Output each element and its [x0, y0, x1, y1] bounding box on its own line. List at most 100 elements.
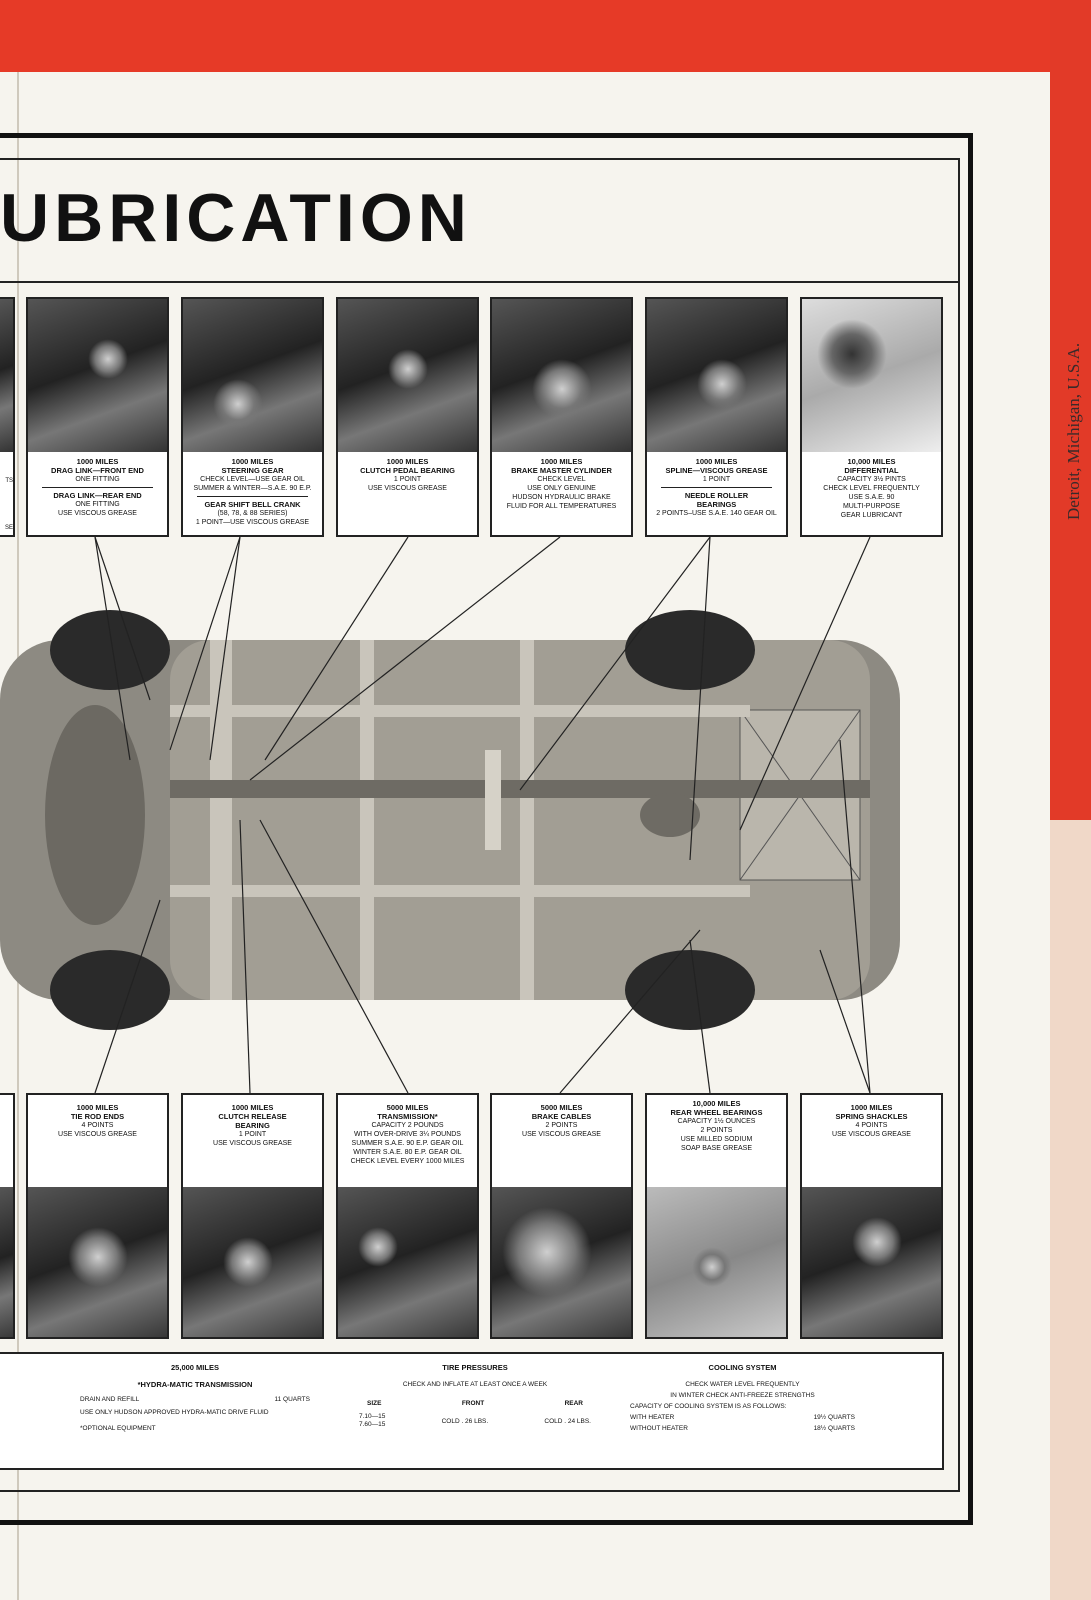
photo — [0, 1187, 13, 1337]
rear-wheel-top — [625, 610, 755, 690]
brake-cable-bracket — [485, 750, 501, 850]
card-text-line: USE VISCOUS GREASE — [213, 1140, 292, 1147]
partial-card-top: TS SE — [0, 297, 15, 537]
card-text-line: USE VISCOUS GREASE — [832, 1131, 911, 1138]
card-text-line: 1 POINT — [702, 476, 731, 483]
card-divider — [661, 487, 772, 488]
card-text-line: 2 POINTS — [700, 1127, 733, 1134]
card-heading-line: DIFFERENTIAL — [844, 466, 899, 475]
card-transmission: 5000 MILES TRANSMISSION*CAPACITY 2 POUND… — [336, 1093, 479, 1339]
tire-col-front: FRONT — [461, 1400, 485, 1407]
partial-card-bottom — [0, 1093, 15, 1339]
card-divider — [42, 487, 153, 488]
tire-check-note: CHECK AND INFLATE AT LEAST ONCE A WEEK — [402, 1381, 548, 1388]
cooling-system-column: COOLING SYSTEM CHECK WATER LEVEL FREQUEN… — [630, 1362, 855, 1434]
card-text-line: WITH OVER-DRIVE 3¼ POUNDS — [354, 1131, 461, 1138]
cooling-line-1: CHECK WATER LEVEL FREQUENTLY — [685, 1381, 800, 1388]
card-heading-line: DRAG LINK—FRONT END — [51, 466, 144, 475]
card-text-line: (58, 78, & 88 SERIES) — [217, 510, 288, 517]
partial-text-a: TS — [5, 478, 13, 484]
card-text-line: USE S.A.E. 90 — [848, 494, 895, 501]
photo-differential — [802, 299, 941, 452]
photo-drag-link — [28, 299, 167, 452]
frame-rail — [360, 640, 374, 1000]
card-heading-line: TRANSMISSION* — [377, 1112, 438, 1121]
tan-background-right — [1050, 820, 1091, 1600]
photo-tie-rod — [28, 1187, 167, 1337]
card-heading-line: 1000 MILES — [386, 457, 429, 466]
rear-wheel-bottom — [625, 950, 755, 1030]
frame-rail — [210, 640, 232, 1000]
card-text-line: USE VISCOUS GREASE — [368, 485, 447, 492]
card-text-line: 4 POINTS — [855, 1122, 888, 1129]
tire-col-size: SIZE — [367, 1400, 382, 1407]
frame-crossmember — [170, 885, 750, 897]
bottom-info-box: 25,000 MILES *HYDRA-MATIC TRANSMISSION D… — [0, 1352, 944, 1470]
title-box — [0, 158, 958, 283]
photo — [0, 299, 13, 452]
photo-brake-master — [492, 299, 631, 452]
card-text-line: USE MILLED SODIUM — [680, 1136, 753, 1143]
card-heading-line: 1000 MILES — [231, 457, 274, 466]
frame-rail — [520, 640, 534, 1000]
card-heading-line: 1000 MILES — [231, 1103, 274, 1112]
card-heading-line: NEEDLE ROLLER — [684, 491, 749, 500]
card-heading-line: 1000 MILES — [850, 1103, 893, 1112]
card-heading-line: 1000 MILES — [76, 457, 119, 466]
differential-housing — [640, 793, 700, 837]
card-text-line: CHECK LEVEL FREQUENTLY — [823, 485, 920, 492]
card-heading-line: BEARING — [235, 1121, 270, 1130]
hydra-subheading: *HYDRA-MATIC TRANSMISSION — [137, 1380, 253, 1389]
photo-clutch-release — [183, 1187, 322, 1337]
card-heading-line: GEAR SHIFT BELL CRANK — [204, 500, 301, 509]
card-text: 5000 MILES BRAKE CABLES 2 POINTS USE VIS… — [492, 1103, 631, 1139]
card-heading-line: BEARINGS — [696, 500, 737, 509]
card-text-line: USE VISCOUS GREASE — [58, 510, 137, 517]
hydra-matic-column: 25,000 MILES *HYDRA-MATIC TRANSMISSION D… — [80, 1362, 310, 1434]
card-spring-shackles: 1000 MILES SPRING SHACKLES 4 POINTS USE … — [800, 1093, 943, 1339]
card-text-line: CHECK LEVEL EVERY 1000 MILES — [350, 1158, 465, 1165]
without-heater-row: WITHOUT HEATER 18½ QUARTS — [630, 1423, 855, 1434]
card-text-line: 1 POINT — [238, 1131, 267, 1138]
card-heading-line: 5000 MILES — [386, 1103, 429, 1112]
inner-frame — [0, 158, 960, 1492]
card-heading-line: BRAKE CABLES — [531, 1112, 592, 1121]
card-heading-line: REAR WHEEL BEARINGS — [670, 1108, 763, 1117]
cooling-line-3: CAPACITY OF COOLING SYSTEM IS AS FOLLOWS… — [630, 1403, 787, 1410]
card-heading-line: 10,000 MILES — [692, 1099, 741, 1108]
card-text-line: CAPACITY 2 POUNDS — [371, 1122, 444, 1129]
partial-text-b: SE — [4, 525, 13, 531]
photo-transmission — [338, 1187, 477, 1337]
chassis-illustration — [0, 610, 900, 1030]
card-text: 1000 MILES TIE ROD ENDS 4 POINTS USE VIS… — [28, 1103, 167, 1139]
photo-spline — [647, 299, 786, 452]
card-heading-line: 5000 MILES — [540, 1103, 583, 1112]
red-background-right — [1050, 0, 1091, 820]
card-text-line: FLUID FOR ALL TEMPERATURES — [506, 503, 617, 510]
card-divider — [197, 496, 308, 497]
card-heading-line: 1000 MILES — [540, 457, 583, 466]
card-brake-master-cylinder: 1000 MILES BRAKE MASTER CYLINDER CHECK L… — [490, 297, 633, 537]
front-suspension — [45, 705, 145, 925]
tire-rear-pressure: COLD . 24 LBS. — [544, 1417, 591, 1425]
card-text-line: GEAR LUBRICANT — [840, 512, 903, 519]
card-heading-line: SPLINE—VISCOUS GREASE — [665, 466, 768, 475]
tire-front-pressure: COLD . 26 LBS. — [441, 1417, 489, 1425]
photo-steering-gear — [183, 299, 322, 452]
drain-value: 11 QUARTS — [274, 1396, 310, 1403]
cooling-line-2: IN WINTER CHECK ANTI-FREEZE STRENGTHS — [670, 1392, 815, 1399]
tire-col-rear: REAR — [564, 1400, 583, 1407]
outer-frame — [0, 133, 973, 1525]
photo-rear-wheel — [647, 1187, 786, 1337]
card-heading-line: BRAKE MASTER CYLINDER — [511, 466, 612, 475]
optional-equipment-note: *OPTIONAL EQUIPMENT — [80, 1425, 156, 1432]
